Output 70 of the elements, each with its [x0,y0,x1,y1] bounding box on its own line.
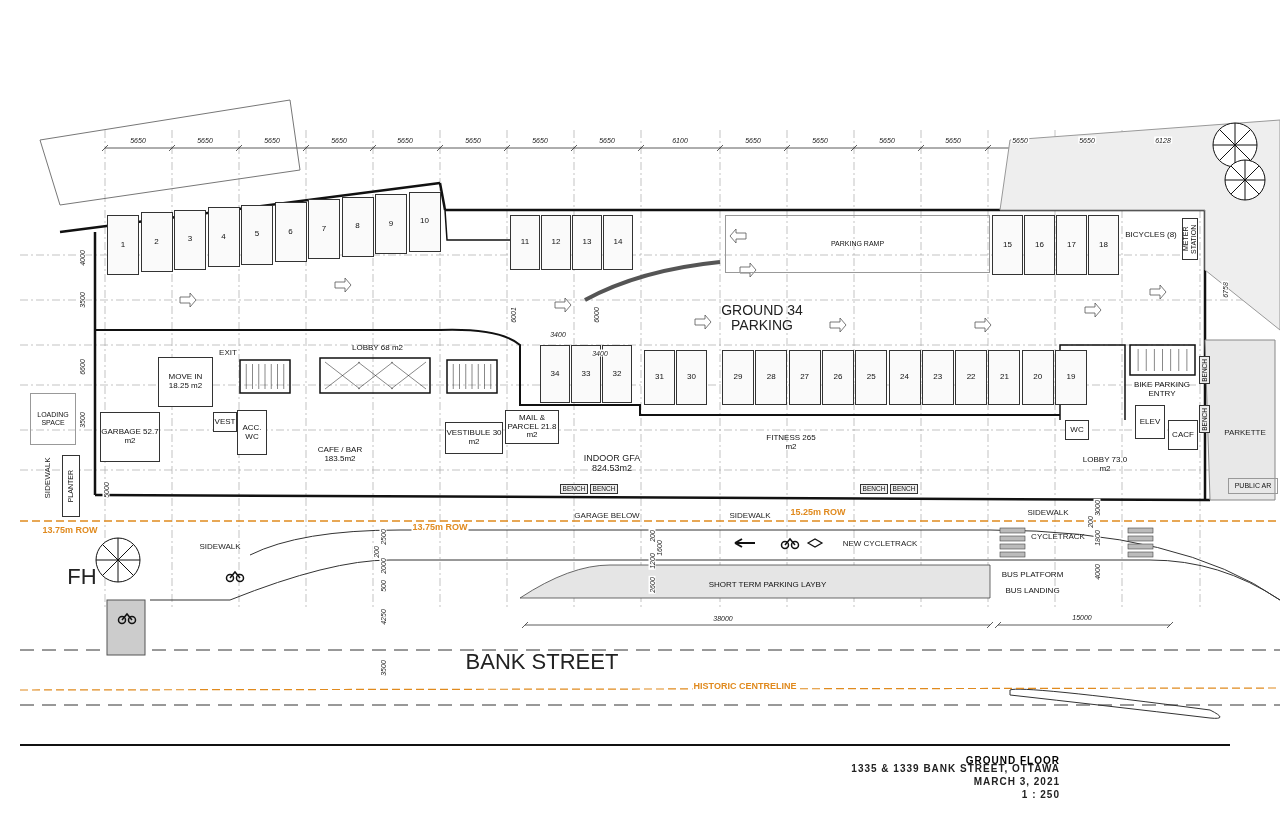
parking-stall: 31 [644,350,675,405]
property-line-label: 13.75m ROW [41,525,99,535]
parking-stall: 1 [107,215,139,275]
parking-stall: 17 [1056,215,1087,275]
parking-stall: 7 [308,199,340,260]
room-label: SHORT TERM PARKING LAYBY [680,578,855,592]
parking-stall: 19 [1055,350,1087,405]
parking-stall: 20 [1021,350,1054,405]
street-label: CYCLETRACK [1031,531,1085,541]
street-name: BANK STREET [465,649,619,675]
parking-stall: 5 [241,204,273,265]
parking-stall: 15 [992,215,1023,275]
area-label: GROUND 34 PARKING [720,303,804,333]
parking-stall: 27 [788,350,821,405]
room-label: LOBBY 73.0 m2 [1082,452,1128,478]
room-label: BIKE PARKING ENTRY [1128,378,1196,402]
room-label: EXIT [219,347,237,357]
parking-stall: 12 [541,215,571,270]
parking-stall: 22 [955,350,988,405]
room-outline: VESTIBULE 30 m2 [445,422,503,454]
parking-stall: 28 [755,350,788,405]
parking-stall: 24 [888,350,921,405]
room-outline: VEST [213,412,237,432]
date: MARCH 3, 2021 [973,776,1060,787]
parking-stall: 11 [510,215,540,270]
parking-stall: 3 [174,209,206,270]
room-outline: MAIL & PARCEL 21.8 m2 [505,410,559,444]
street-label: SIDEWALK [1027,507,1069,517]
room-outline: CACF [1168,420,1198,450]
area-label: INDOOR GFA 824.53m2 [582,453,642,473]
street-label: SIDEWALK [42,457,52,499]
parking-stall: 29 [722,350,754,405]
room-label: BUS PLATFORM [985,566,1080,584]
parking-stall: 26 [821,350,854,405]
parking-stall: 23 [921,350,954,405]
room-outline: MOVE IN 18.25 m2 [158,357,213,407]
room-outline: ACC. WC [237,410,267,455]
hydrant-label: FH [67,564,97,590]
parking-stall: 18 [1088,215,1119,275]
parking-stall: 34 [540,345,570,403]
address: 1335 & 1339 BANK STREET, OTTAWA [851,763,1060,774]
room-label: LOBBY 68 m2 [350,339,405,357]
room-label: BUS LANDING [985,585,1080,597]
street-label: NEW CYCLETRACK [842,538,918,548]
parking-stall: 30 [676,350,707,405]
street-label: SIDEWALK [729,510,771,520]
parking-stall: 10 [408,191,441,252]
room-label: CAFE / BAR 183.5m2 [310,443,370,467]
parking-stall: 2 [140,212,173,273]
parking-stall: 13 [572,215,602,270]
street-label: SIDEWALK [199,541,241,551]
room-outline: GARBAGE 52.7 m2 [100,412,160,462]
parking-stall: 9 [375,194,407,255]
parking-stall: 6 [274,202,307,262]
property-line-label: 13.75m ROW [411,522,469,532]
parking-stall: 8 [341,196,374,257]
property-line-label: 15.25m ROW [789,507,847,517]
parking-stall: 21 [988,350,1021,405]
parking-stall: 16 [1024,215,1055,275]
area-label: GARAGE BELOW [574,510,640,520]
room-label: BICYCLES (8) [1122,228,1180,242]
room-outline: WC [1065,420,1089,440]
room-outline: ELEV [1135,405,1165,439]
area-label: PARKETTE [1224,427,1266,437]
parking-stall: 25 [855,350,888,405]
centreline-label: HISTORIC CENTRELINE [692,681,798,691]
scale: 1 : 250 [1021,789,1060,800]
parking-stall: 14 [603,215,633,270]
room-label: FITNESS 265 m2 [760,430,822,455]
parking-stall: 4 [207,207,240,268]
